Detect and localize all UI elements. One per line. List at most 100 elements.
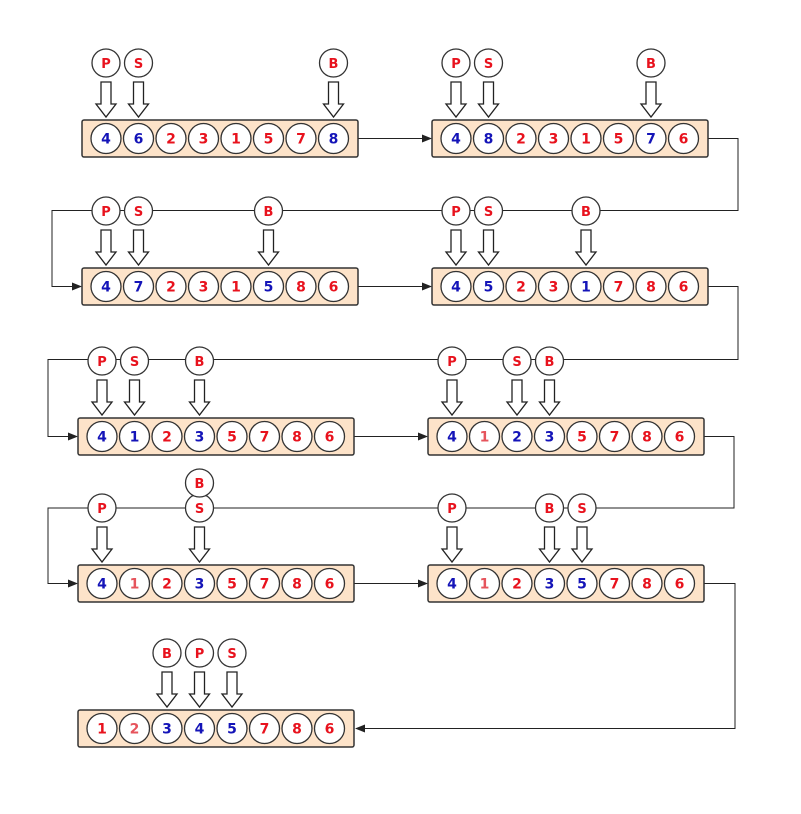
cell-value: 1 xyxy=(480,577,490,593)
cell-value: 6 xyxy=(675,430,685,446)
cell-value: 7 xyxy=(134,280,144,296)
cell-value: 2 xyxy=(162,577,172,593)
array-cell xyxy=(468,420,501,453)
cell-value: 7 xyxy=(260,430,270,446)
array-cell xyxy=(187,270,220,303)
array-cell xyxy=(216,567,248,600)
pointer-badge xyxy=(91,196,121,226)
array-cell xyxy=(220,270,252,303)
array-cell xyxy=(537,270,570,303)
pointer-label: P xyxy=(97,355,107,370)
array-cell xyxy=(440,122,472,155)
array-cell xyxy=(90,122,122,155)
cell-value: 6 xyxy=(134,132,144,148)
pointer-label: S xyxy=(134,57,143,72)
connector-arrow xyxy=(51,138,739,291)
array-cell xyxy=(570,270,602,303)
array-cell xyxy=(281,420,313,453)
pointer-label: B xyxy=(329,57,339,72)
cell-value: 3 xyxy=(199,132,209,148)
pointer-p: P xyxy=(441,48,471,119)
pointer-label: P xyxy=(451,205,461,220)
pointer-badge xyxy=(87,493,117,523)
array-cell xyxy=(501,420,533,453)
cell-value: 6 xyxy=(675,577,685,593)
pointer-label: P xyxy=(97,502,107,517)
cell-value: 5 xyxy=(264,132,274,148)
pointer-label: P xyxy=(447,355,457,370)
down-arrow-icon xyxy=(538,379,561,417)
cell-value: 1 xyxy=(97,722,107,738)
pointer-label: B xyxy=(545,355,555,370)
down-arrow-icon xyxy=(477,81,500,119)
cell-value: 4 xyxy=(97,430,107,446)
connector-arrow xyxy=(355,583,736,733)
cell-value: 4 xyxy=(451,132,461,148)
cell-value: 1 xyxy=(130,430,140,446)
pointer-label: B xyxy=(195,355,205,370)
array-cell xyxy=(635,270,667,303)
pointer-label: P xyxy=(101,57,111,72)
array-cell xyxy=(151,567,183,600)
cell-value: 3 xyxy=(199,280,209,296)
array-cell xyxy=(183,420,216,453)
array-cell xyxy=(663,420,696,453)
array-cell xyxy=(86,567,118,600)
down-arrow-icon xyxy=(444,229,468,267)
down-arrow-icon xyxy=(257,229,280,267)
cell-value: 1 xyxy=(480,430,490,446)
pointer-b: B xyxy=(253,196,284,267)
pointer-badge xyxy=(119,346,150,376)
cell-value: 4 xyxy=(447,577,457,593)
cell-value: 2 xyxy=(166,280,176,296)
flow-connectors xyxy=(47,134,739,733)
cell-value: 3 xyxy=(162,722,172,738)
pointer-label: S xyxy=(195,502,204,517)
array-cell xyxy=(183,567,216,600)
down-arrow-icon xyxy=(90,526,114,564)
array-cell xyxy=(313,712,346,745)
cell-value: 2 xyxy=(162,430,172,446)
pointer-label: S xyxy=(484,57,493,72)
pointer-label: P xyxy=(195,647,205,662)
array-cell xyxy=(220,122,252,155)
cell-value: 3 xyxy=(545,577,555,593)
cell-value: 5 xyxy=(614,132,624,148)
pointer-b: B xyxy=(571,196,601,267)
cell-value: 1 xyxy=(231,280,241,296)
array-cell xyxy=(436,420,468,453)
pointer-badge xyxy=(473,48,504,78)
cell-value: 6 xyxy=(325,722,335,738)
down-arrow-icon xyxy=(574,229,598,267)
pointer-badge xyxy=(437,493,467,523)
pointer-b: B xyxy=(636,48,666,119)
down-arrow-icon xyxy=(188,379,211,417)
down-arrow-icon xyxy=(127,81,150,119)
pointer-label: P xyxy=(101,205,111,220)
pointer-label: B xyxy=(162,647,172,662)
array-cell xyxy=(86,420,118,453)
array-cell xyxy=(635,122,667,155)
cell-value: 1 xyxy=(231,132,241,148)
down-arrow-icon xyxy=(188,526,211,564)
cell-value: 8 xyxy=(292,430,302,446)
cell-value: 5 xyxy=(227,430,237,446)
array-cell xyxy=(183,712,216,745)
array-cell xyxy=(151,712,183,745)
pointer-badge xyxy=(441,48,471,78)
array-cell xyxy=(501,567,533,600)
down-arrow-icon xyxy=(505,379,529,417)
cell-value: 2 xyxy=(512,430,522,446)
cell-value: 8 xyxy=(484,132,494,148)
pointer-s: S xyxy=(473,48,504,119)
pointer-p: P xyxy=(87,346,117,417)
pointer-badge xyxy=(502,346,532,376)
pointer-badge xyxy=(534,346,565,376)
